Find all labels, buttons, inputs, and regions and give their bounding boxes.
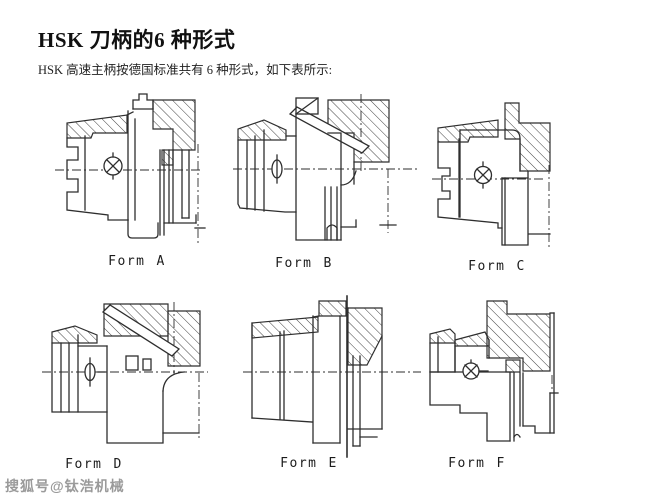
form-d-clamp-wedge xyxy=(101,304,181,357)
form-a-label: Form A xyxy=(108,254,166,269)
form-e-word: Form xyxy=(280,456,318,471)
watermark: 搜狐号@钛浩机械 xyxy=(5,478,125,494)
form-a-letter: A xyxy=(156,254,166,269)
form-f-label: Form F xyxy=(448,456,506,471)
form-e-letter: E xyxy=(328,456,338,471)
form-d-letter: D xyxy=(113,457,123,472)
page-title: HSK 刀柄的6 种形式 xyxy=(38,28,236,52)
form-d-label: Form D xyxy=(65,457,123,472)
form-c-word: Form xyxy=(468,259,506,274)
form-b-drawing xyxy=(233,94,419,241)
form-a-word: Form xyxy=(108,254,146,269)
form-c-drawing xyxy=(432,102,551,247)
form-e-label: Form E xyxy=(280,456,338,471)
form-b-letter: B xyxy=(323,256,333,271)
form-b-clamp-wedge xyxy=(288,106,371,154)
form-f-word: Form xyxy=(448,456,486,471)
form-f-letter: F xyxy=(496,456,506,471)
form-d-drawing xyxy=(42,302,208,444)
form-b-label: Form B xyxy=(275,256,333,271)
form-f-drawing xyxy=(429,300,559,442)
form-c-letter: C xyxy=(516,259,526,274)
form-a-drawing xyxy=(55,93,206,244)
form-d-word: Form xyxy=(65,457,103,472)
form-b-word: Form xyxy=(275,256,313,271)
form-c-label: Form C xyxy=(468,259,526,274)
form-e-drawing xyxy=(243,295,421,458)
page-subtitle: HSK 高速主柄按德国标准共有 6 种形式，如下表所示: xyxy=(38,63,333,77)
